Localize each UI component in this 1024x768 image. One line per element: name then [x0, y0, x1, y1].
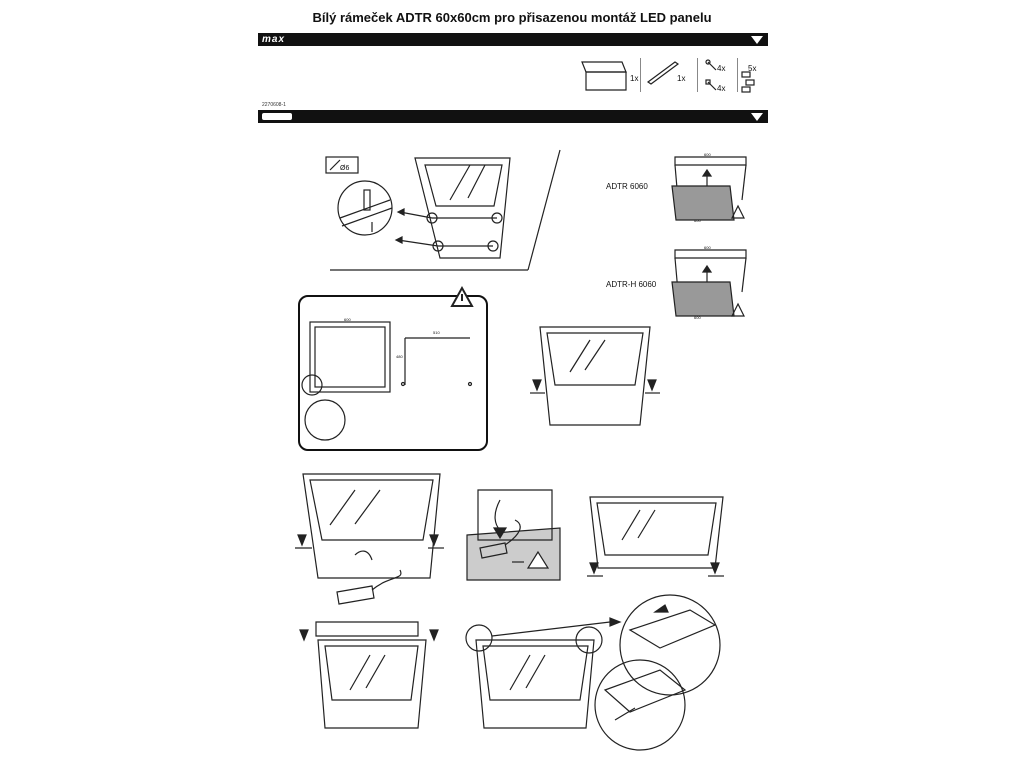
step-connect-driver: [295, 473, 444, 605]
step-corner-detail: [465, 594, 721, 751]
drill-hole-spacing: 510: [433, 330, 440, 335]
warning-panel: [298, 295, 488, 451]
down-arrow-icon: [751, 113, 763, 121]
profile-part-icon: [646, 61, 680, 85]
frame-slide-drawing: [530, 326, 660, 426]
divider: [640, 58, 641, 92]
model-label-adtr-h: ADTR-H 6060: [606, 280, 657, 289]
drill-frame-size: 600: [344, 317, 351, 322]
document-title: Bílý rámeček ADTR 60x60cm pro přisazenou…: [312, 10, 712, 25]
item-count-connector: 5x: [748, 64, 757, 73]
model-adtr-drawing: [671, 156, 747, 221]
dim-width-a: 600: [704, 152, 711, 157]
step-profile-fitting: [299, 621, 439, 729]
ceiling-scene: [330, 149, 561, 271]
divider: [737, 58, 738, 92]
header-bar: [258, 33, 768, 46]
item-count-profile: 1x: [677, 74, 686, 83]
frame-part-icon: [581, 61, 627, 91]
dim-depth-b: 600: [694, 315, 701, 320]
electric-hazard-icon: [526, 550, 550, 569]
tools-bar: [258, 110, 768, 123]
divider: [697, 58, 698, 92]
screw-icon: [705, 59, 717, 71]
dowel-icon: [705, 79, 717, 91]
model-adtr-h-drawing: [671, 249, 747, 317]
step-mounted-frame: [587, 496, 724, 577]
item-count-screw: 4x: [717, 64, 726, 73]
drill-icon: [325, 156, 359, 174]
connector-icon: [741, 71, 755, 93]
drill-diameter: Ø6: [340, 165, 350, 172]
brand-logo: max: [262, 34, 286, 45]
screwdriver-icon: [262, 113, 292, 120]
item-count-frame: 1x: [630, 74, 639, 83]
down-arrow-icon: [751, 36, 763, 44]
model-label-adtr: ADTR 6060: [606, 182, 648, 191]
item-count-dowel: 4x: [717, 84, 726, 93]
product-code: 2270608-1: [262, 102, 286, 108]
dim-width-b: 600: [704, 245, 711, 250]
step-plug-connector: [466, 489, 561, 581]
drill-hole-height: 480: [396, 354, 403, 359]
